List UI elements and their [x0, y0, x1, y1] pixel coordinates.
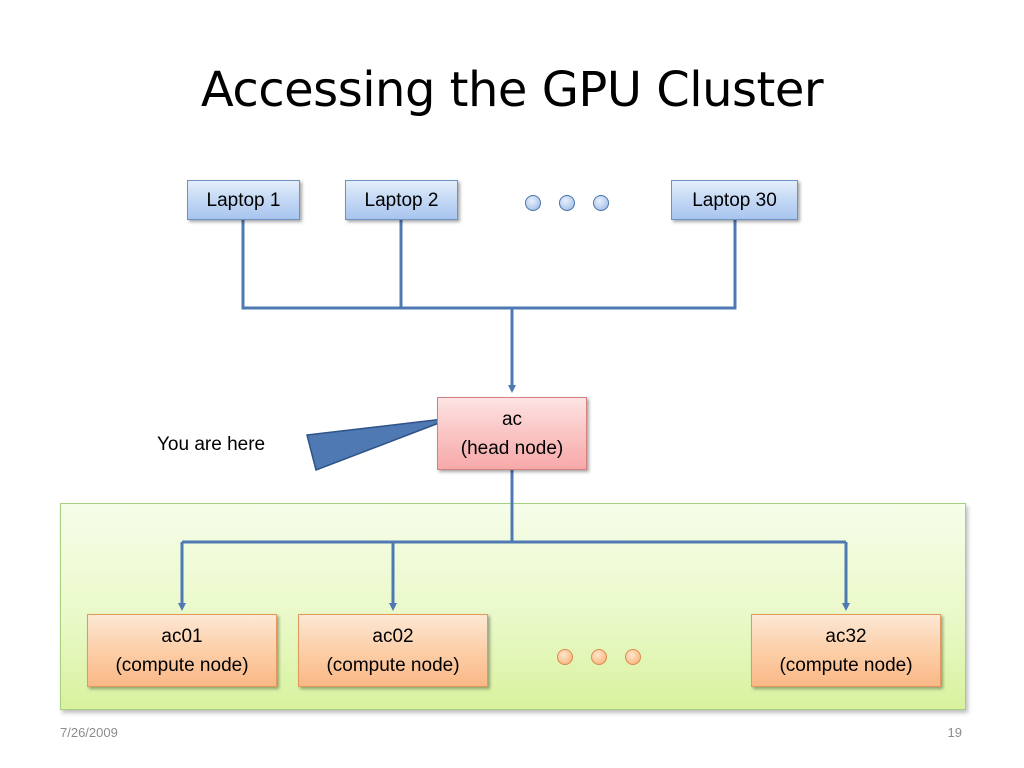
ellipsis-dot-icon	[593, 195, 609, 211]
compute-node-role: (compute node)	[779, 654, 913, 676]
compute-node-name: ac01	[161, 625, 203, 647]
ellipsis-dot-icon	[591, 649, 607, 665]
laptop-1-label: Laptop 1	[206, 189, 281, 211]
laptop-1-node: Laptop 1	[187, 180, 300, 220]
compute-node-role: (compute node)	[115, 654, 249, 676]
laptop-2-node: Laptop 2	[345, 180, 458, 220]
laptop-2-label: Laptop 2	[364, 189, 439, 211]
compute-node-ac01: ac01 (compute node)	[87, 614, 277, 687]
compute-node-name: ac32	[825, 625, 867, 647]
slide-page-number: 19	[947, 725, 962, 740]
head-node: ac (head node)	[437, 397, 587, 470]
callout-label: You are here	[157, 434, 266, 455]
callout-pointer	[306, 417, 453, 472]
head-node-role: (head node)	[460, 437, 564, 459]
laptop-30-label: Laptop 30	[692, 189, 777, 211]
ellipsis-dot-icon	[559, 195, 575, 211]
head-node-name: ac	[501, 408, 523, 430]
slide-title: Accessing the GPU Cluster	[200, 62, 824, 118]
ellipsis-dot-icon	[525, 195, 541, 211]
laptop-1-connector	[241, 219, 512, 310]
laptop-30-connector	[512, 219, 737, 310]
compute-node-role: (compute node)	[326, 654, 460, 676]
slide-date: 7/26/2009	[60, 725, 118, 740]
compute-node-name: ac02	[372, 625, 414, 647]
compute-node-ac32: ac32 (compute node)	[751, 614, 941, 687]
laptop-30-node: Laptop 30	[671, 180, 798, 220]
ellipsis-dot-icon	[557, 649, 573, 665]
compute-node-ac02: ac02 (compute node)	[298, 614, 488, 687]
ellipsis-dot-icon	[625, 649, 641, 665]
